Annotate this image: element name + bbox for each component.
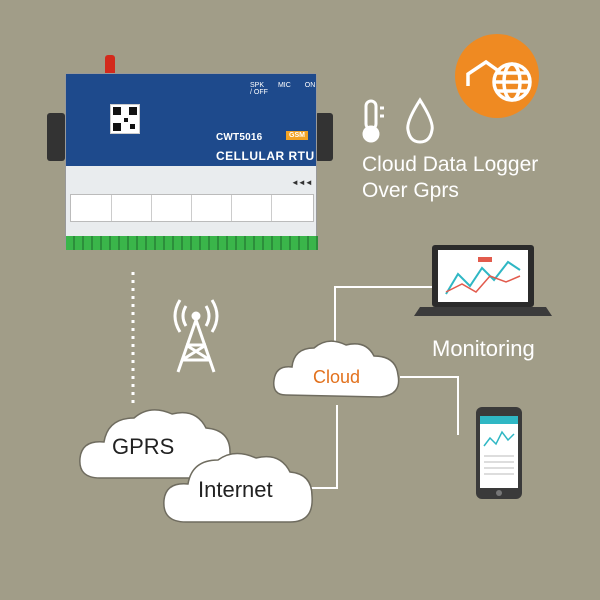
cloud-globe-icon: [466, 59, 532, 102]
cell-tower-icon: [173, 299, 219, 373]
mounting-bracket-left: [47, 113, 65, 161]
water-drop-icon: [406, 97, 434, 144]
device-body: SPK MIC ON / OFF CWT5016 GSM CELLULAR RT…: [65, 73, 318, 250]
laptop-icon: [414, 245, 552, 316]
device-front-panel: SPK MIC ON / OFF CWT5016 GSM CELLULAR RT…: [66, 74, 316, 166]
device-top-labels: SPK MIC ON / OFF: [250, 82, 316, 96]
cloud-label: Cloud: [313, 367, 361, 387]
status-arrows: ◄◄◄: [291, 178, 313, 187]
thermometer-icon: [362, 99, 384, 143]
qr-code: [110, 104, 140, 134]
headline: Cloud Data Logger Over Gprs: [362, 152, 538, 204]
terminal-blocks: [66, 236, 318, 250]
gprs-label: GPRS: [112, 434, 175, 459]
headline-line-1: Cloud Data Logger: [362, 153, 539, 176]
cloud-laptop-link: [334, 286, 432, 345]
cloud-phone-link: [400, 376, 459, 435]
network-badge: GSM: [286, 131, 308, 140]
mounting-bracket-right: [315, 113, 333, 161]
device-name: CELLULAR RTU: [216, 149, 315, 163]
internet-cloud-shape: [163, 452, 313, 523]
internet-label: Internet: [198, 477, 273, 502]
phone-icon: [476, 407, 522, 499]
headline-line-2: Over Gprs: [362, 179, 459, 202]
gprs-cloud-shape: [79, 409, 231, 479]
monitoring-label: Monitoring: [432, 336, 535, 361]
device-model: CWT5016: [216, 132, 263, 143]
terminal-label-table: [70, 194, 314, 222]
antenna: [105, 55, 115, 77]
cloud-shape: [273, 340, 400, 398]
rtu-device: SPK MIC ON / OFF CWT5016 GSM CELLULAR RT…: [45, 55, 335, 255]
